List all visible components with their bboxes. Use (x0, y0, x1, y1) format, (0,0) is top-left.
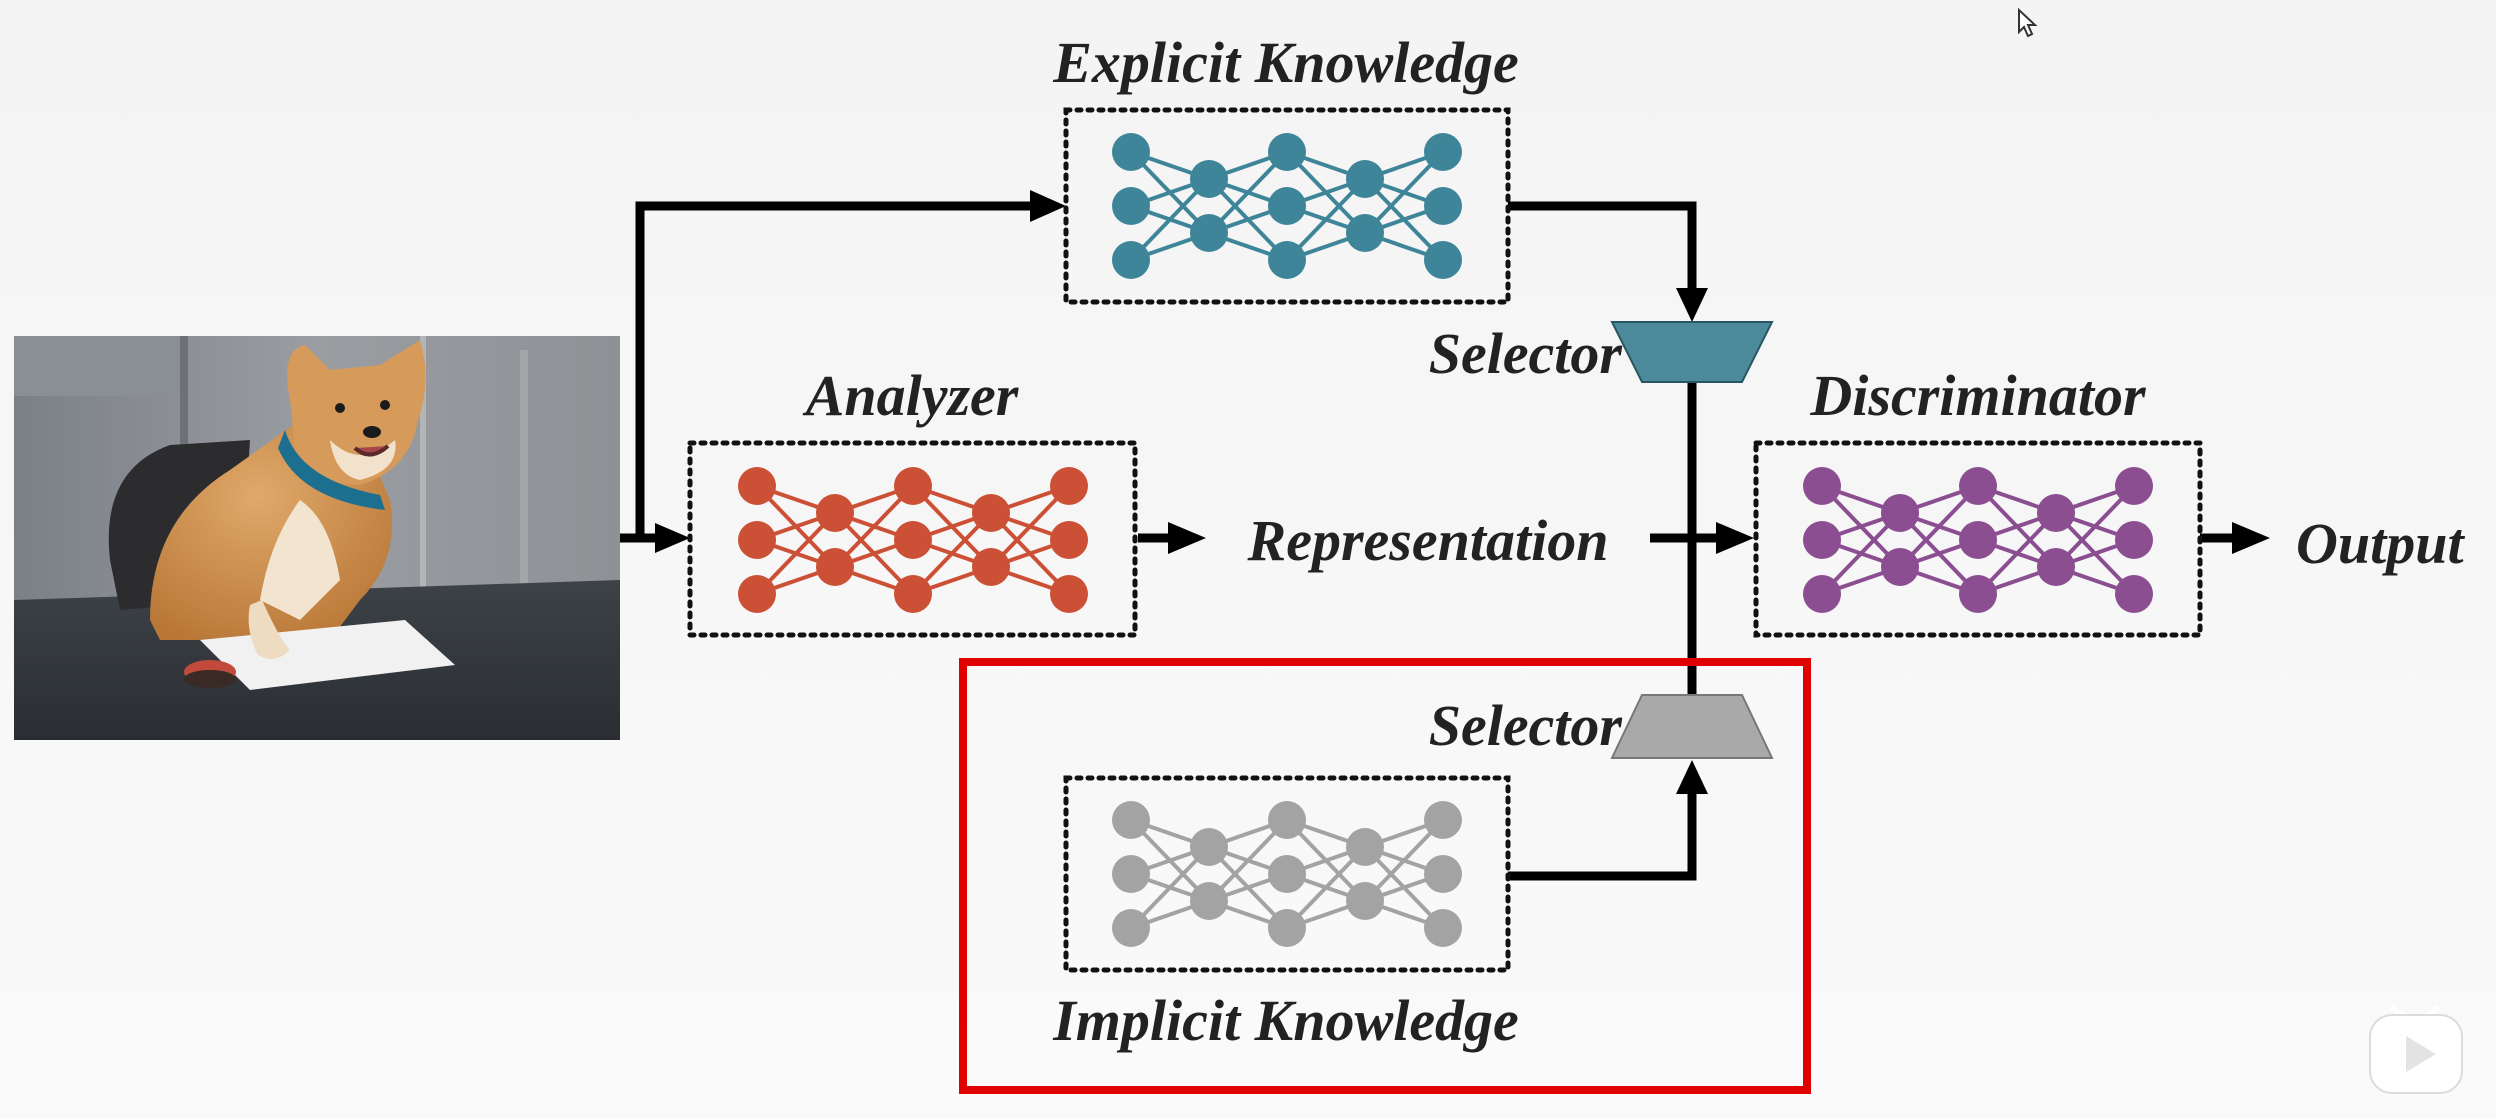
network-node (1346, 214, 1384, 252)
arrow-to-selector-bottom (1676, 760, 1708, 794)
selector-top-shape (1610, 321, 1774, 383)
implicit-network-icon (1112, 801, 1462, 947)
network-node (1112, 855, 1150, 893)
discriminator-label: Discriminator (1809, 363, 2146, 428)
network-node (738, 575, 776, 613)
network-node (2115, 521, 2153, 559)
implicit-knowledge-label: Implicit Knowledge (1052, 988, 1519, 1053)
network-node (1050, 521, 1088, 559)
network-node (894, 467, 932, 505)
network-node (738, 521, 776, 559)
arrow-to-output (2232, 522, 2270, 554)
implicit-to-selector-line (1508, 790, 1697, 881)
network-node (972, 494, 1010, 532)
network-node (1112, 241, 1150, 279)
network-node (2037, 494, 2075, 532)
arrow-to-discriminator (1716, 522, 1754, 554)
implicit-knowledge-highlight (959, 658, 1811, 1094)
network-node (816, 494, 854, 532)
mouse-pointer-icon (2018, 7, 2038, 38)
explicit-network-icon (1112, 133, 1462, 279)
output-label: Output (2296, 511, 2466, 576)
network-node (1424, 133, 1462, 171)
network-node (1268, 855, 1306, 893)
discriminator-network-icon (1803, 467, 2153, 613)
analyzer-label: Analyzer (803, 363, 1019, 428)
explicit-to-selector-line (1508, 201, 1697, 292)
network-node (1112, 187, 1150, 225)
implicit-knowledge-box (1063, 775, 1511, 973)
video-play-icon[interactable] (2369, 1005, 2463, 1094)
discriminator-box (1753, 440, 2203, 638)
network-node (1424, 855, 1462, 893)
arrow-to-analyzer (655, 523, 690, 553)
explicit-knowledge-label: Explicit Knowledge (1052, 30, 1519, 95)
network-node (1424, 241, 1462, 279)
network-node (1268, 241, 1306, 279)
network-node (1346, 882, 1384, 920)
analyzer-network-icon (738, 467, 1088, 613)
network-node (816, 548, 854, 586)
network-node (1190, 828, 1228, 866)
network-node (1268, 801, 1306, 839)
input-dog-photo (14, 336, 620, 740)
network-node (1346, 160, 1384, 198)
selector-top-label: Selector (1429, 321, 1623, 386)
network-node (1803, 521, 1841, 559)
network-node (894, 521, 932, 559)
network-node (1881, 548, 1919, 586)
network-node (1424, 909, 1462, 947)
connectors (620, 190, 2270, 881)
network-node (1959, 521, 1997, 559)
explicit-knowledge-box (1063, 107, 1511, 305)
network-node (1112, 801, 1150, 839)
network-node (972, 548, 1010, 586)
network-node (1268, 909, 1306, 947)
network-node (1112, 133, 1150, 171)
arrow-to-selector-top (1676, 288, 1708, 322)
network-node (738, 467, 776, 505)
network-node (1268, 187, 1306, 225)
network-node (1050, 575, 1088, 613)
network-node (1268, 133, 1306, 171)
network-node (1346, 828, 1384, 866)
network-node (1959, 467, 1997, 505)
network-node (894, 575, 932, 613)
arrow-to-representation (1168, 522, 1206, 554)
network-node (1050, 467, 1088, 505)
network-node (1803, 467, 1841, 505)
arrow-to-explicit (1030, 190, 1066, 222)
input-to-explicit-line (635, 201, 1030, 538)
network-node (2115, 575, 2153, 613)
network-node (1190, 160, 1228, 198)
selector-bottom-shape (1610, 694, 1774, 759)
network-node (1424, 187, 1462, 225)
network-node (2037, 548, 2075, 586)
network-node (1190, 882, 1228, 920)
network-node (2115, 467, 2153, 505)
analyzer-box (687, 440, 1138, 638)
network-node (1959, 575, 1997, 613)
network-node (1881, 494, 1919, 532)
network-node (1190, 214, 1228, 252)
representation-label: Representation (1247, 508, 1609, 573)
network-node (1112, 909, 1150, 947)
network-node (1803, 575, 1841, 613)
selector-bottom-label: Selector (1429, 693, 1623, 758)
network-node (1424, 801, 1462, 839)
